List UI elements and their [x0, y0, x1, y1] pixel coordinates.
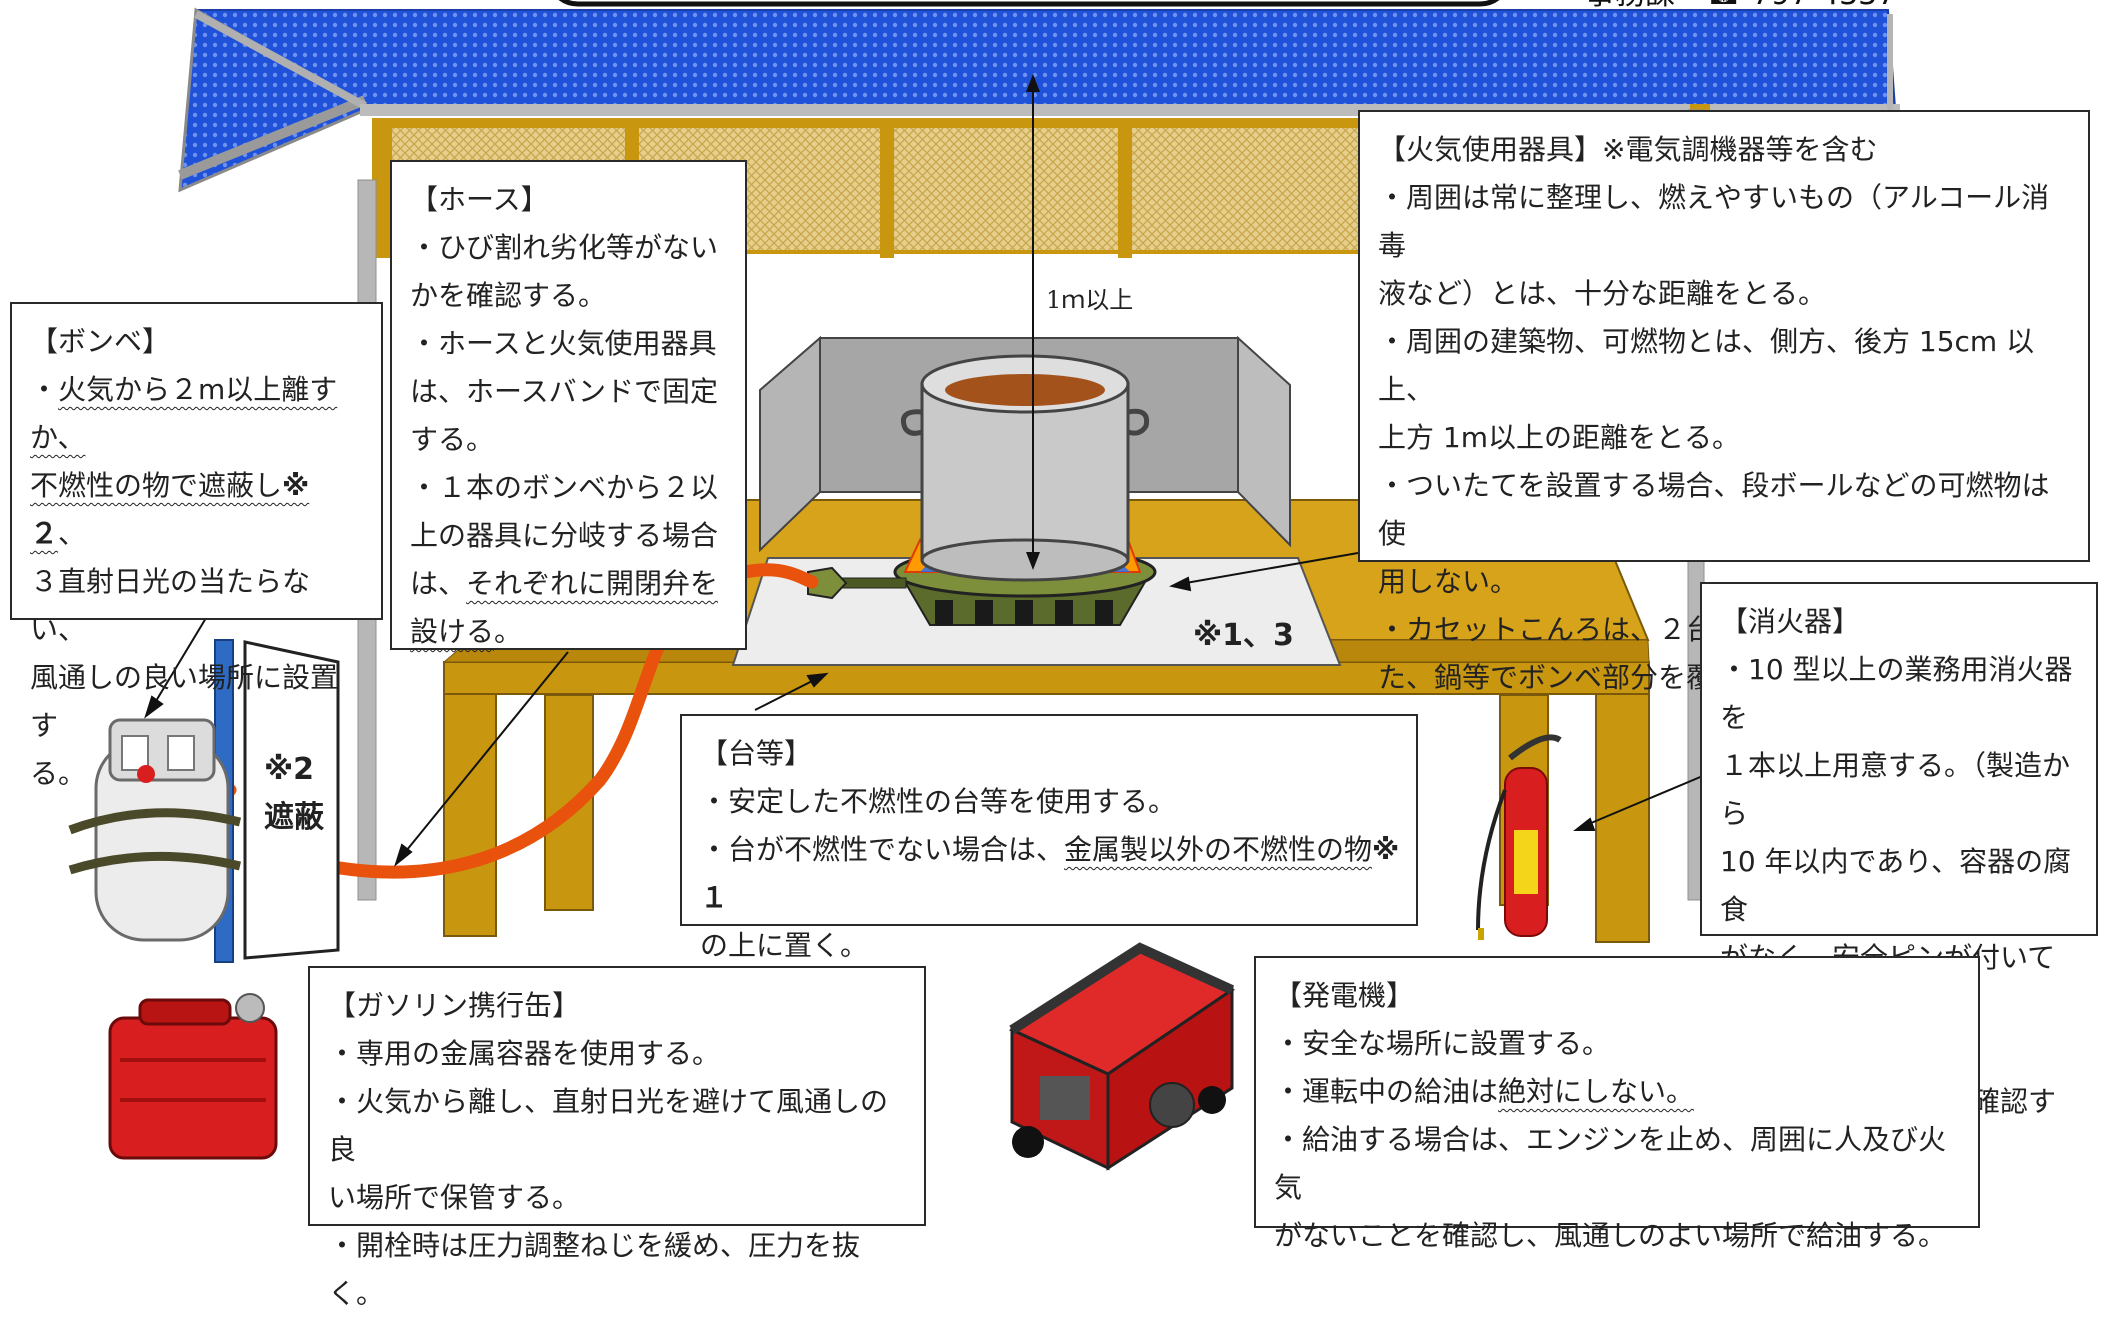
- bombe-line2-comma: 、: [58, 517, 87, 550]
- extinguisher-line3: 10 年以内であり、容器の腐食: [1720, 845, 2072, 926]
- bombe-line2: 不燃性の物で遮蔽し: [30, 469, 283, 502]
- gasoline-line1: ・専用の金属容器を使用する。: [328, 1037, 721, 1070]
- hose-line9-end: 。: [494, 615, 523, 648]
- bombe-line5: る。: [30, 757, 87, 790]
- gasoline-info-box: 【ガソリン携行缶】 ・専用の金属容器を使用する。 ・火気から離し、直射日光を避け…: [308, 966, 926, 1310]
- gasoline-can-icon: [108, 993, 278, 1160]
- gas-cylinder-icon: [68, 718, 242, 942]
- pointer-arrows: [144, 552, 1706, 867]
- bombe-line1: 火気から２m以上離すか、: [30, 373, 338, 454]
- tent-canopy: [178, 7, 1900, 193]
- bombe-line3: ３直射日光の当たらない、: [30, 565, 311, 646]
- gasoline-title: 【ガソリン携行缶】: [328, 989, 581, 1022]
- fire-line2: 液など）とは、十分な距離をとる。: [1378, 277, 1827, 310]
- hose-line3: ・ホースと火気使用器具: [410, 327, 717, 360]
- hose-info-box: 【ホース】 ・ひび割れ劣化等がない かを確認する。 ・ホースと火気使用器具 は、…: [390, 160, 747, 650]
- hose-line8-prefix: は、: [410, 567, 467, 600]
- extinguisher-line2: １本以上用意する。（製造から: [1720, 749, 2071, 830]
- gasoline-line4: ・開栓時は圧力調整ねじを緩め、圧力を抜く。: [328, 1229, 861, 1310]
- generator-info-box: 【発電機】 ・安全な場所に設置する。 ・運転中の給油は絶対にしない。 ・給油する…: [1254, 956, 1980, 1252]
- hose-line2: かを確認する。: [410, 279, 607, 312]
- clearance-label: 1ｍ以上: [1046, 286, 1134, 314]
- gasoline-line2: ・火気から離し、直射日光を避けて風通しの良: [328, 1085, 889, 1166]
- gasoline-line3: い場所で保管する。: [328, 1181, 581, 1214]
- stand-line1: ・安定した不燃性の台等を使用する。: [700, 785, 1177, 818]
- fire-title: 【火気使用器具】※電気調機器等を含む: [1378, 133, 1878, 166]
- generator-icon: [1008, 942, 1236, 1171]
- generator-line1: ・安全な場所に設置する。: [1274, 1027, 1611, 1060]
- hose-line4: は、ホースバンドで固定: [410, 375, 719, 408]
- stand-info-box: 【台等】 ・安定した不燃性の台等を使用する。 ・台が不燃性でない場合は、金属製以…: [680, 714, 1418, 962]
- hose-title: 【ホース】: [410, 183, 549, 216]
- shield-label-text: 遮蔽: [264, 800, 324, 835]
- extinguisher-title: 【消火器】: [1720, 605, 1861, 638]
- hose-line7: 上の器具に分岐する場合: [410, 519, 719, 552]
- stand-line2-prefix: ・台が不燃性でない場合は、: [700, 833, 1065, 866]
- hose-line6: ・１本のボンベから２以: [410, 471, 719, 504]
- pot-icon: [900, 354, 1150, 582]
- generator-line2-prefix: ・運転中の給油は: [1274, 1075, 1499, 1108]
- generator-line4: がないことを確認し、風通しのよい場所で給油する。: [1274, 1219, 1947, 1252]
- board-note-mark: ※1、3: [1193, 618, 1294, 653]
- extinguisher-line1: ・10 型以上の業務用消火器を: [1720, 653, 2073, 734]
- fire-appliance-info-box: 【火気使用器具】※電気調機器等を含む ・周囲は常に整理し、燃えやすいもの（アルコ…: [1358, 110, 2090, 694]
- hose-line1: ・ひび割れ劣化等がない: [410, 231, 719, 264]
- fire-line4: 上方 1m以上の距離をとる。: [1378, 421, 1740, 454]
- bombe-info-box: 【ボンベ】 ・火気から２m以上離すか、 不燃性の物で遮蔽し※２、 ３直射日光の当…: [10, 302, 383, 790]
- fire-line3: ・周囲の建築物、可燃物とは、側方、後方 15cm 以上、: [1378, 325, 2035, 406]
- extinguisher-info-box: 【消火器】 ・10 型以上の業務用消火器を １本以上用意する。（製造から 10 …: [1700, 582, 2098, 1166]
- stand-title: 【台等】: [700, 737, 813, 770]
- gas-hose: [333, 563, 819, 879]
- hose-line5: する。: [410, 423, 495, 456]
- fire-line5: ・ついたてを設置する場合、段ボールなどの可燃物は使: [1378, 469, 2050, 550]
- shield-label-mark: ※2: [264, 752, 315, 787]
- stand-line3: の上に置く。: [700, 929, 869, 962]
- hose-line9: 設ける: [410, 615, 495, 648]
- bombe-title: 【ボンベ】: [30, 325, 171, 358]
- fire-extinguisher-icon: [1476, 734, 1562, 940]
- generator-line3: ・給油する場合は、エンジンを止め、周囲に人及び火気: [1274, 1123, 1947, 1204]
- bombe-line1-bullet: ・: [30, 373, 59, 406]
- bombe-line2-note: ※２: [30, 469, 310, 550]
- fire-line1: ・周囲は常に整理し、燃えやすいもの（アルコール消毒: [1378, 181, 2050, 262]
- fire-line6: 用しない。: [1378, 565, 1519, 598]
- clearance-arrow: [1026, 74, 1040, 570]
- generator-line2: 絶対にしない。: [1498, 1075, 1695, 1108]
- bombe-line4: 風通しの良い場所に設置す: [30, 661, 339, 742]
- hose-line8: それぞれに開閉弁を: [466, 567, 719, 600]
- generator-title: 【発電機】: [1274, 979, 1415, 1012]
- stand-line2: 金属製以外の不燃性の物: [1064, 833, 1373, 866]
- stand-line2-note: ※１: [700, 833, 1400, 914]
